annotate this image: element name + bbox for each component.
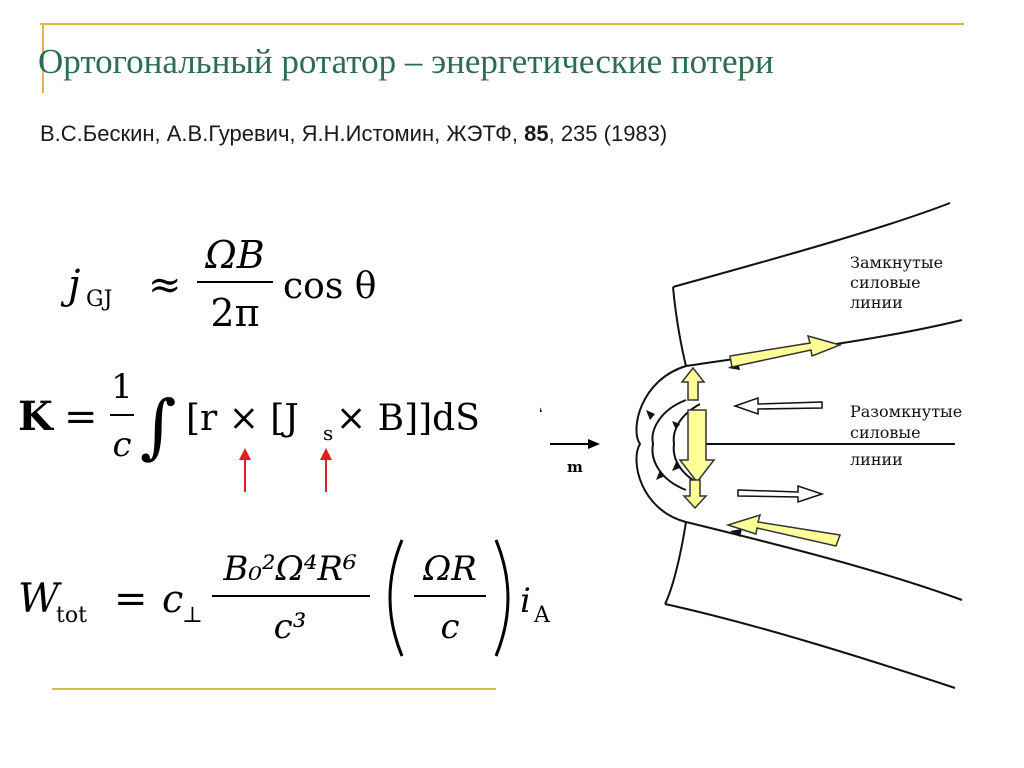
formula-wtot: W tot = c ⊥ B₀²Ω⁴R⁶ c³ ΩR c i A (18, 539, 551, 657)
yellow-arrow-lower (725, 513, 842, 547)
white-arrow-outward (737, 484, 825, 504)
integral-sign: ∫ (140, 385, 176, 467)
jgj-tail: cos θ (283, 266, 376, 307)
wtot-paren-right (494, 539, 510, 657)
wtot-tail: i (520, 581, 531, 621)
red-arrow-js (320, 448, 332, 492)
yellow-arrow-bottom-small (682, 479, 708, 510)
wtot-eq: = (114, 576, 148, 622)
jgj-denominator: 2π (210, 291, 259, 335)
wtot-paren-num: ΩR (422, 549, 477, 589)
m-label: m (567, 458, 583, 476)
wtot-lhs-sub: tot (56, 603, 87, 628)
decor-left-rule (42, 23, 44, 93)
wtot-lhs: W (18, 576, 62, 622)
torque-body-sub: s (323, 421, 333, 445)
faint-footer-mark (822, 736, 852, 744)
yellow-arrow-upper (729, 334, 843, 368)
formulas-panel: j GJ ≈ ΩB 2π cos θ K = 1 c ∫ [r × [J s ×… (18, 233, 551, 657)
torque-body-b: × B]]dS (336, 398, 480, 439)
white-arrow-inward (732, 396, 823, 416)
open-lines-label: Разомкнутые силовые линии (850, 402, 962, 469)
decor-bottom-rule (52, 688, 496, 690)
decor-top-rule (40, 23, 964, 25)
white-arrows (732, 396, 825, 504)
closed-label-1: Замкнутые (850, 253, 943, 272)
open-label-1: Разомкнутые (850, 402, 962, 421)
wtot-tail-sub: A (533, 603, 551, 628)
closed-lines-label: Замкнутые силовые линии (850, 253, 943, 312)
torque-body-a: [r × [J (186, 398, 299, 439)
torque-eq: = (64, 394, 98, 440)
formula-jgj: j GJ ≈ ΩB 2π cos θ (60, 233, 376, 335)
citation-pages-year: , 235 (1983) (548, 121, 668, 146)
citation: В.С.Бескин, А.В.Гуревич, Я.Н.Истомин, ЖЭ… (40, 121, 667, 147)
omega-arrow (540, 407, 542, 412)
formula-torque: K = 1 c ∫ [r × [J s × B]]dS (18, 367, 480, 492)
yellow-arrow-top-small (680, 366, 706, 401)
magnetosphere-diagram: Ω m (540, 202, 963, 689)
jgj-numerator: ΩB (204, 233, 264, 277)
wtot-paren-den: c (440, 607, 459, 647)
wtot-numerator: B₀²Ω⁴R⁶ (222, 549, 356, 589)
torque-frac-num: 1 (111, 367, 133, 407)
jgj-lhs-sub: GJ (86, 287, 112, 312)
m-arrow (550, 439, 600, 449)
yellow-arrows (678, 334, 843, 547)
wtot-denominator: c³ (274, 607, 307, 647)
wtot-coef: c (162, 577, 183, 621)
citation-volume: 85 (524, 121, 549, 146)
open-label-2: силовые (850, 423, 921, 442)
lobe-arrowheads (646, 362, 742, 537)
closed-label-2: силовые (850, 273, 921, 292)
wtot-coef-sub: ⊥ (182, 603, 203, 628)
yellow-arrow-center (678, 409, 716, 484)
closed-label-3: линии (850, 293, 903, 312)
open-label-3: линии (850, 450, 903, 469)
citation-authors: В.С.Бескин, А.В.Гуревич, Я.Н.Истомин, ЖЭ… (40, 121, 518, 146)
slide-title: Ортогональный ротатор – энергетические п… (38, 42, 774, 81)
red-arrow-r (239, 448, 251, 492)
jgj-approx: ≈ (148, 262, 182, 308)
jgj-lhs: j (60, 262, 80, 308)
wtot-paren-left (388, 539, 404, 657)
torque-lhs: K (18, 393, 54, 440)
torque-frac-den: c (112, 425, 131, 465)
